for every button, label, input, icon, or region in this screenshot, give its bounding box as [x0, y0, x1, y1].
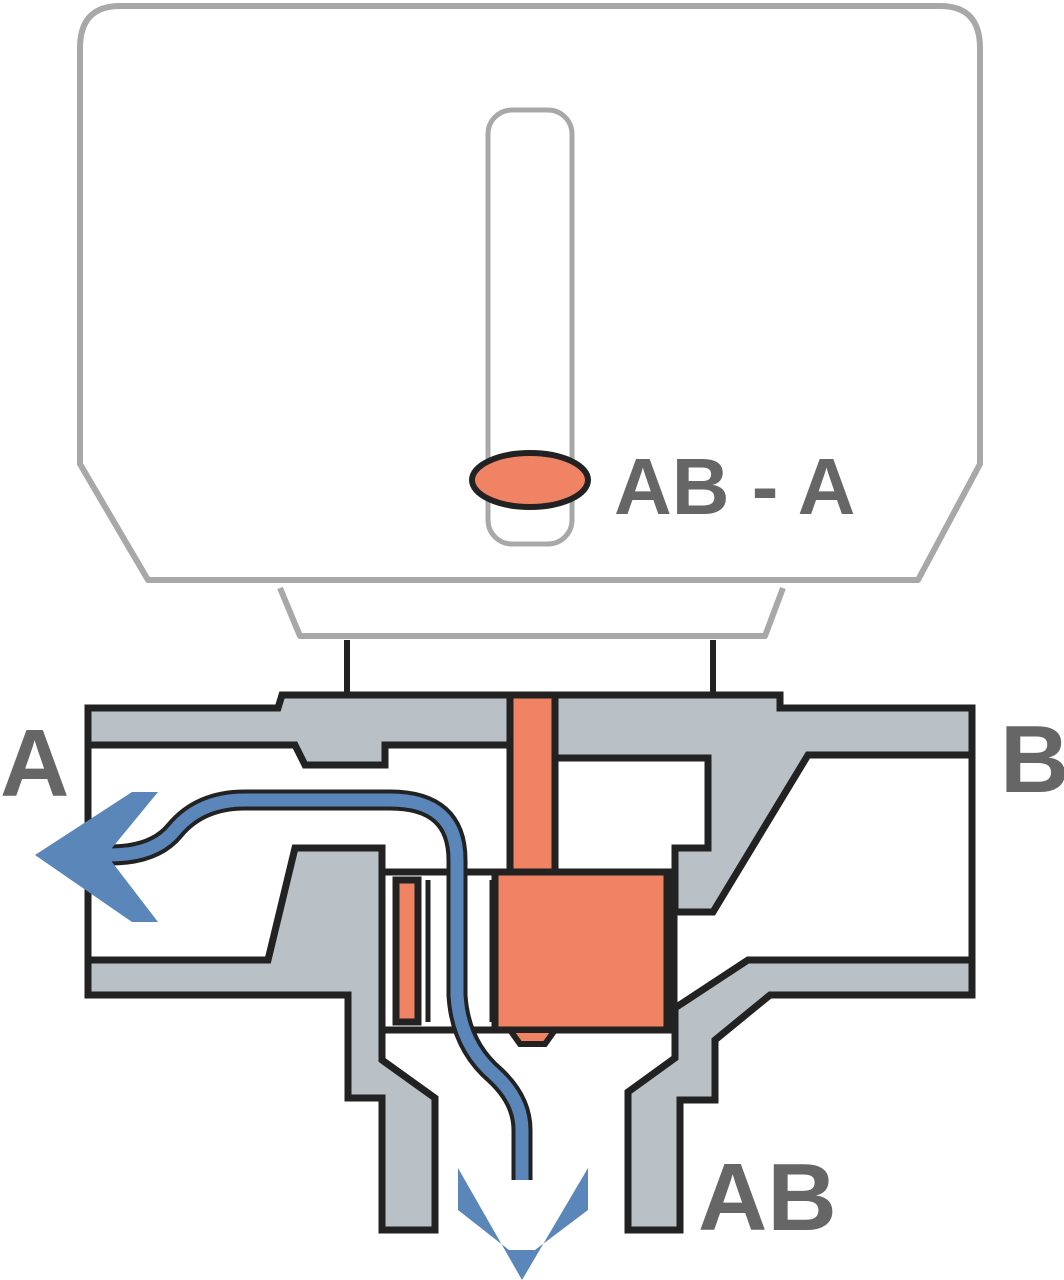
flow-arrow — [35, 789, 588, 1280]
seat-gasket-left — [392, 876, 422, 1026]
mounting-legs — [344, 640, 716, 695]
port-ab-label: AB — [698, 1144, 837, 1251]
port-b-label: B — [1000, 706, 1064, 813]
position-indicator-label: AB - A — [614, 442, 855, 531]
valve-stem — [506, 691, 559, 889]
position-slot — [485, 107, 575, 547]
flow-arrowhead-ab — [458, 1168, 588, 1280]
plunger-assembly — [378, 691, 678, 1047]
valve-top-wall — [84, 691, 976, 916]
position-indicator-dot — [469, 450, 591, 510]
valve-left-chamber-wall — [84, 844, 439, 1234]
port-a-label: A — [0, 710, 69, 817]
plunger-block — [491, 868, 671, 1034]
actuator: AB - A — [77, 3, 983, 639]
plunger-tip — [504, 1027, 561, 1047]
actuator-neck — [277, 586, 786, 639]
flow-path — [109, 793, 529, 1180]
flow-arrowhead-a — [35, 792, 158, 922]
